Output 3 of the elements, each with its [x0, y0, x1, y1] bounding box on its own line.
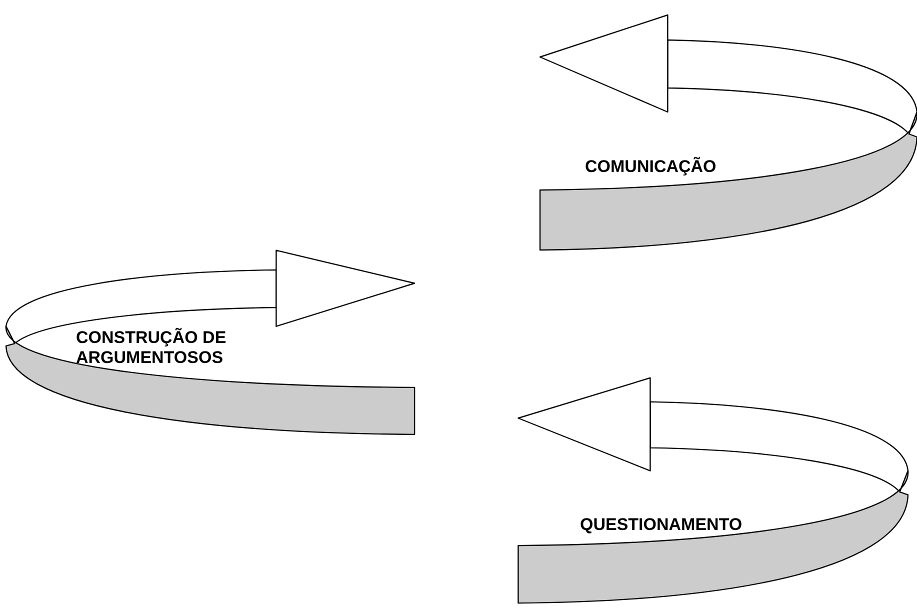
arrow-label: CONSTRUÇÃO DE ARGUMENTOSOS — [76, 328, 228, 368]
arrow-label: QUESTIONAMENTO — [580, 515, 744, 535]
arrow-label: COMUNICAÇÃO — [585, 157, 718, 177]
